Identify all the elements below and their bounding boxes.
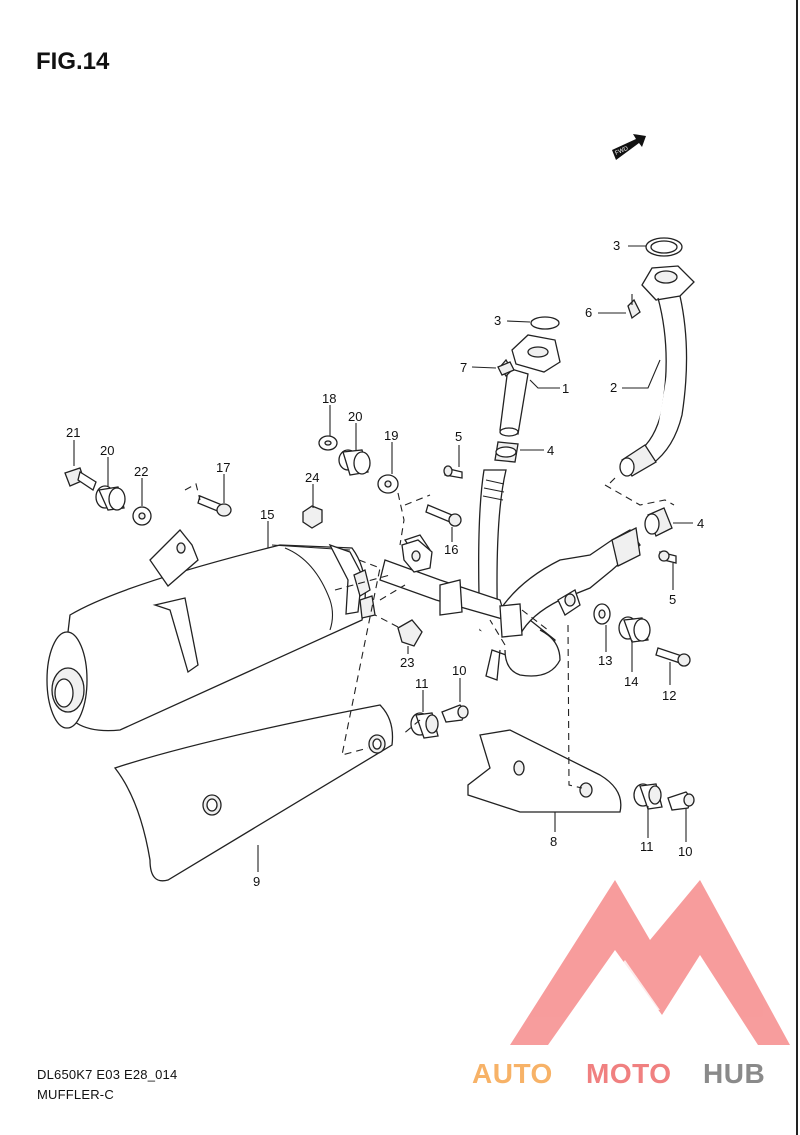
callout-24: 24	[305, 470, 319, 485]
callout-15: 15	[260, 507, 274, 522]
callout-10a: 10	[452, 663, 466, 678]
small-parts	[64, 361, 695, 811]
fwd-arrow-icon: FWD	[612, 134, 646, 160]
callout-5a: 5	[455, 429, 462, 444]
muffler-cover-9	[113, 704, 394, 882]
watermark-hub: HUB	[703, 1058, 765, 1089]
callout-17: 17	[216, 460, 230, 475]
callout-10b: 10	[678, 844, 692, 859]
callout-11a: 11	[415, 676, 429, 691]
callout-19: 19	[384, 428, 398, 443]
callout-4a: 4	[547, 443, 554, 458]
section-name: MUFFLER-C	[37, 1087, 114, 1102]
callout-6: 6	[585, 305, 592, 320]
callout-3b: 3	[494, 313, 501, 328]
leader-lines	[73, 245, 693, 872]
muffler-15	[46, 529, 431, 732]
watermark-logo	[510, 880, 790, 1045]
callout-3a: 3	[613, 238, 620, 253]
callout-9: 9	[253, 874, 260, 889]
callout-11b: 11	[640, 839, 654, 854]
callout-12: 12	[662, 688, 676, 703]
callout-20a: 20	[348, 409, 362, 424]
watermark-text: AUTO MOTO HUB	[472, 1058, 765, 1089]
exhaust-pipe-2	[619, 237, 695, 477]
callout-labels: 3 6 2 3 7 1 4 5 18 20 19 21 20 22 17 24 …	[66, 238, 704, 889]
watermark-moto: MOTO	[586, 1058, 671, 1089]
figure-title: FIG.14	[36, 48, 110, 75]
center-pipe	[379, 527, 641, 681]
assembly-guides	[184, 477, 675, 789]
callout-18: 18	[322, 391, 336, 406]
callout-2: 2	[610, 380, 617, 395]
callout-22: 22	[134, 464, 148, 479]
model-code: DL650K7 E03 E28_014	[37, 1067, 178, 1082]
callout-16: 16	[444, 542, 458, 557]
callout-7: 7	[460, 360, 467, 375]
fwd-label: FWD	[614, 146, 630, 157]
callout-20b: 20	[100, 443, 114, 458]
callout-23: 23	[400, 655, 414, 670]
callout-14: 14	[624, 674, 638, 689]
callout-13: 13	[598, 653, 612, 668]
callout-21: 21	[66, 425, 80, 440]
callout-8: 8	[550, 834, 557, 849]
exhaust-pipe-1	[478, 316, 561, 637]
callout-5b: 5	[669, 592, 676, 607]
watermark-auto: AUTO	[472, 1058, 553, 1089]
pipe-cover-8	[467, 729, 622, 813]
callout-4b: 4	[697, 516, 704, 531]
callout-1: 1	[562, 381, 569, 396]
